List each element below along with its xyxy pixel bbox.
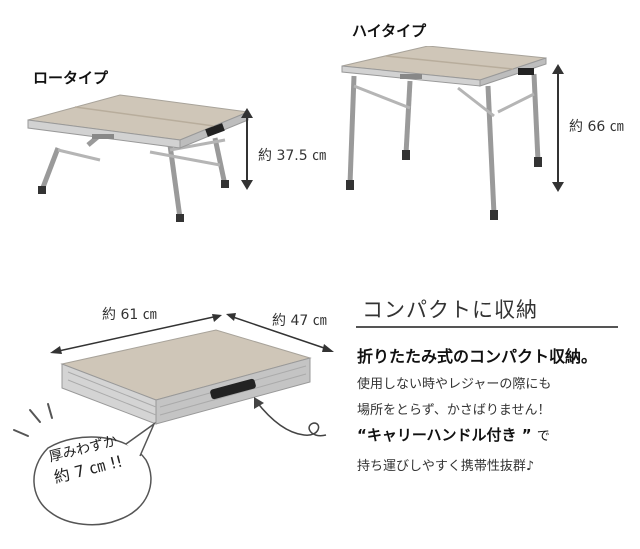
title-rule	[356, 326, 618, 328]
low-type-label: ロータイプ	[33, 69, 109, 87]
speech-bubble	[13, 403, 156, 526]
compact-line-1: 使用しない時やレジャーの際にも	[357, 377, 552, 392]
high-height-dimension: 約 66 ㎝	[569, 119, 624, 135]
high-type-label: ハイタイプ	[352, 22, 427, 40]
carry-handle-suffix: で	[536, 429, 550, 444]
folded-table-illustration	[50, 313, 334, 425]
carry-handle	[210, 378, 256, 400]
folded-depth-dimension: 約 47 ㎝	[272, 313, 327, 329]
compact-title: コンパクトに収納	[362, 298, 538, 322]
folded-width-dimension: 約 61 ㎝	[102, 307, 157, 323]
carry-handle-text: “キャリーハンドル付き ”	[357, 426, 532, 444]
carry-handle-line: “キャリーハンドル付き ” で	[357, 424, 550, 445]
compact-headline: 折りたたみ式のコンパクト収納。	[357, 347, 598, 366]
high-table-illustration	[341, 46, 547, 220]
low-table-illustration	[27, 94, 250, 222]
low-height-dimension: 約 37.5 ㎝	[258, 148, 327, 164]
low-height-arrow	[241, 108, 253, 190]
pointer-curl	[254, 397, 327, 437]
compact-line-2: 場所をとらず、かさばりません！	[357, 403, 551, 418]
compact-last-line: 持ち運びしやすく携帯性抜群♪	[357, 459, 535, 474]
high-height-arrow	[552, 64, 564, 192]
